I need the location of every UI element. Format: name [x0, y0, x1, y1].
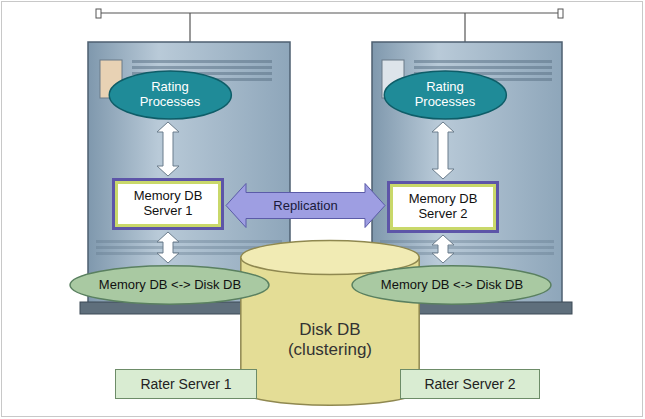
network-end [558, 9, 563, 18]
node-text: Rater Server 2 [424, 376, 515, 392]
server-label-box: Rater Server 1 [115, 369, 257, 399]
edge-label: Replication [270, 198, 340, 214]
replication-arrow [226, 184, 385, 228]
network-end [96, 9, 101, 18]
node-text: Memory DB <-> Disk DB [381, 278, 523, 293]
double-arrow [432, 122, 454, 179]
memory-db-box: Memory DB Server 2 [387, 181, 499, 233]
server-label-box: Rater Server 2 [400, 369, 540, 399]
network-line [100, 12, 560, 13]
memory-db-box: Memory DB Server 1 [112, 178, 224, 230]
process-ellipse: Rating Processes [383, 70, 508, 120]
sync-ellipse: Memory DB <-> Disk DB [68, 265, 271, 305]
network-drop [189, 13, 190, 42]
node-text: Memory DB Server 1 [120, 189, 216, 219]
network-drop [464, 13, 465, 42]
double-arrow [157, 232, 179, 263]
double-arrow [157, 122, 179, 176]
node-text: Rating Processes [129, 80, 211, 110]
disk-cylinder: Disk DB (clustering) [239, 237, 421, 407]
process-ellipse: Rating Processes [108, 70, 233, 120]
node-text: Rating Processes [404, 80, 486, 110]
double-arrow [432, 235, 454, 263]
node-text: Memory DB Server 2 [395, 192, 491, 222]
sync-ellipse: Memory DB <-> Disk DB [350, 265, 553, 305]
node-text: Rater Server 1 [140, 376, 231, 392]
node-text: Memory DB <-> Disk DB [99, 278, 241, 293]
